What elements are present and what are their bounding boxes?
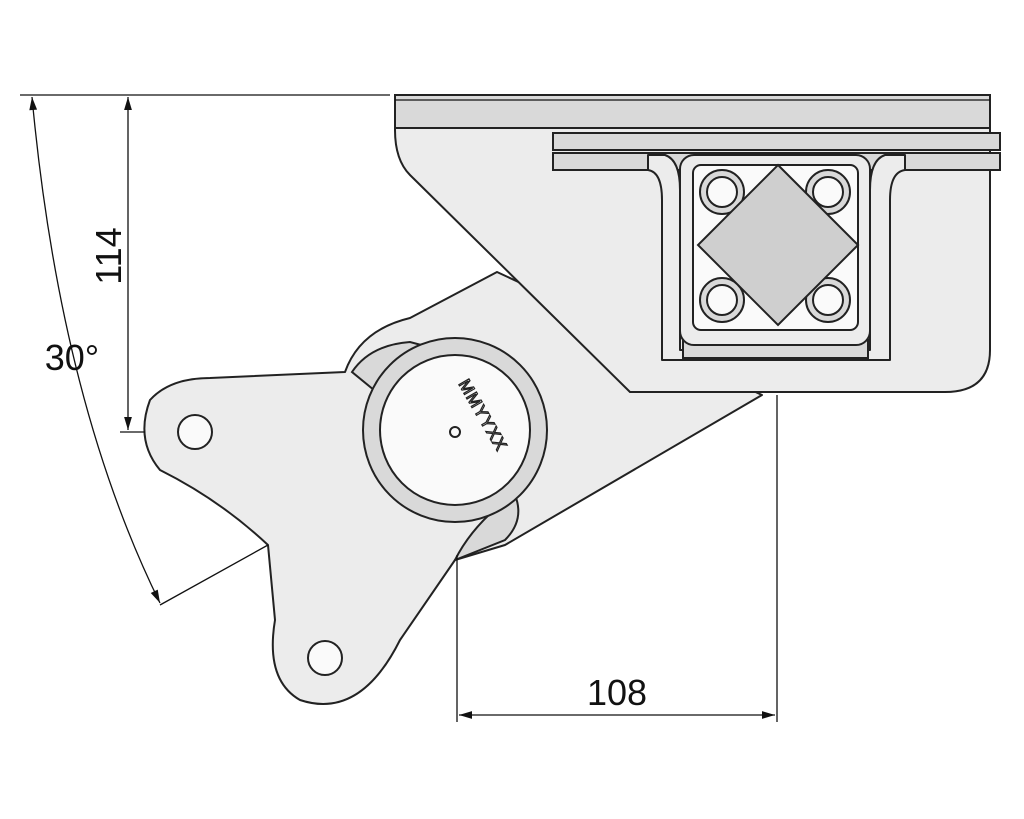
housing — [394, 94, 1001, 393]
dimension-lines — [20, 94, 778, 722]
mount-hole-upper — [177, 414, 213, 450]
mount-hole-lower — [307, 640, 343, 676]
dimension-height: 114 — [88, 227, 129, 284]
rail-upper — [552, 132, 1001, 151]
dimension-angle: 30° — [45, 337, 99, 378]
dimension-width: 108 — [587, 672, 647, 713]
square-shaft — [696, 163, 860, 327]
pivot-boss: MMYYXX — [362, 337, 548, 523]
center-mark — [449, 426, 461, 438]
